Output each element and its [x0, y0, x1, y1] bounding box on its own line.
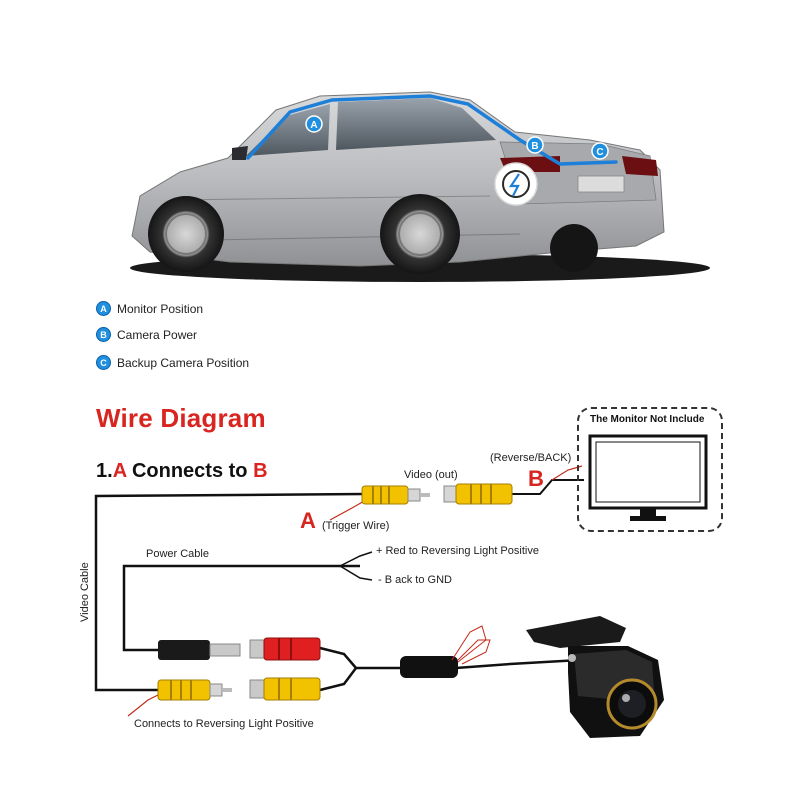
marker-a-letter: A [310, 120, 317, 131]
reversing-light-note: Connects to Reversing Light Positive [134, 718, 314, 730]
license-plate [577, 175, 625, 193]
marker-b-letter: B [531, 141, 538, 152]
connection-letter-a: A [300, 508, 316, 533]
step-number: 1. [96, 460, 113, 482]
marker-a: A [305, 115, 323, 133]
legend-label: Backup Camera Position [117, 355, 250, 370]
car-window-rear [336, 98, 496, 150]
monitor-note: The Monitor Not Include [590, 414, 705, 425]
rear-wheel [380, 194, 460, 274]
inline-module [400, 656, 458, 678]
power-cable-wire [122, 564, 360, 652]
legend-label: Camera Power [117, 327, 198, 342]
marker-c: C [591, 142, 609, 160]
legend-marker-a-icon: A [96, 301, 111, 316]
legend-item-camera-power: B Camera Power [96, 327, 197, 342]
ground-wire-note: - B ack to GND [378, 574, 452, 586]
video-cable-label: Video Cable [79, 562, 91, 622]
rca-video-lower-left-connector [157, 679, 232, 701]
car-taillight-right [622, 156, 658, 176]
legend-label: Monitor Position [117, 301, 204, 316]
car-illustration: A B C [130, 91, 710, 282]
video-out-label: Video (out) [404, 469, 458, 481]
connection-letter-b: B [528, 466, 544, 491]
marker-c-letter: C [596, 147, 603, 158]
spare-lead-loops [451, 625, 491, 665]
legend-marker-c-icon: C [96, 355, 111, 370]
rca-video-lower-right-connector [249, 677, 321, 701]
trigger-wire-lead [329, 499, 367, 521]
legend-item-monitor: A Monitor Position [96, 301, 203, 316]
power-plug-icon [494, 162, 538, 206]
reverse-back-label: (Reverse/BACK) [490, 452, 572, 464]
step-from: A [112, 460, 127, 482]
front-wheel [148, 196, 224, 272]
monitor-outline [577, 407, 723, 532]
video-cable-wire [94, 492, 365, 692]
legend-item-backup-camera: C Backup Camera Position [96, 355, 249, 370]
rca-video-in-connector [443, 483, 513, 505]
wire-diagram-title: Wire Diagram [96, 403, 266, 433]
marker-b: B [526, 136, 544, 154]
camera-harness-wire [319, 646, 404, 670]
cable-route [246, 94, 618, 166]
connection-step: 1.A Connects to B [96, 460, 268, 483]
rca-video-out-connector [361, 485, 430, 505]
step-to: B [253, 460, 268, 482]
backup-camera [526, 616, 664, 738]
positive-wire-note: + Red to Reversing Light Positive [376, 545, 539, 557]
step-middle: Connects to [126, 460, 254, 482]
monitor-icon [588, 434, 708, 521]
side-mirror [232, 146, 248, 160]
dc-power-connector [158, 640, 241, 660]
trigger-wire-label: (Trigger Wire) [322, 520, 390, 532]
monitor-video-wire [512, 479, 584, 495]
legend-marker-b-icon: B [96, 327, 111, 342]
rca-power-red-connector [249, 637, 321, 661]
power-cable-label: Power Cable [146, 548, 209, 560]
